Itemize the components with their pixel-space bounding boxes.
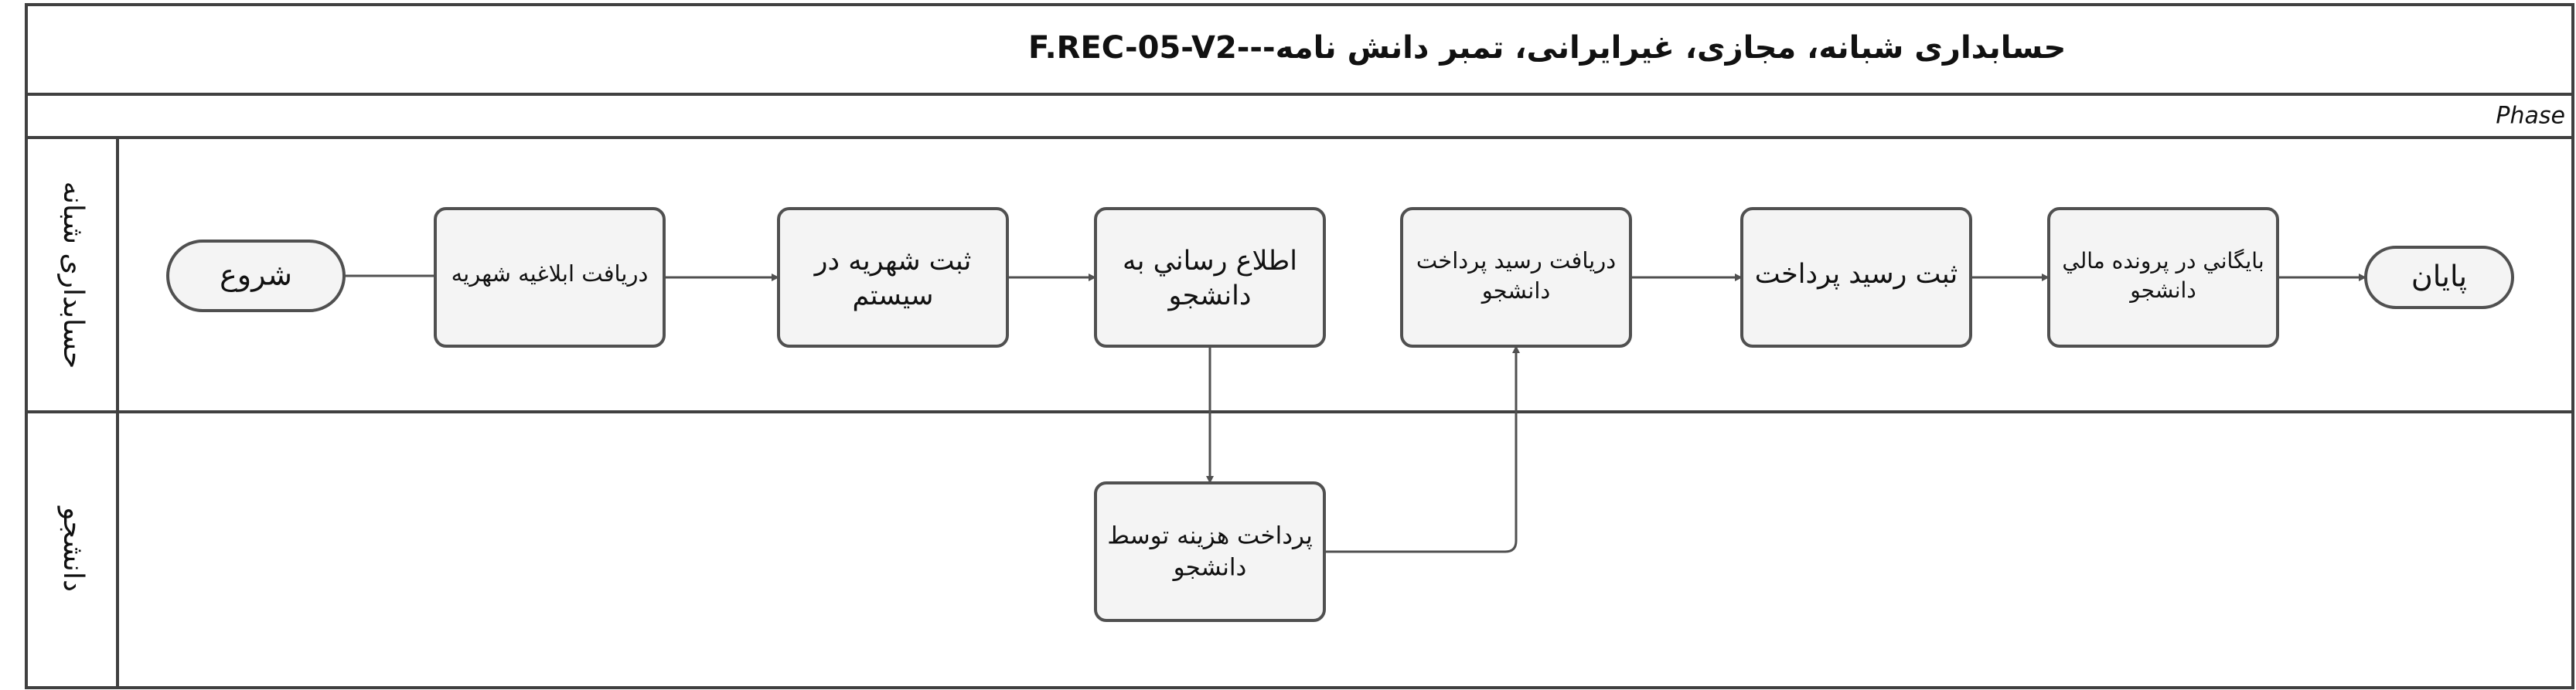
task-receive-tuition-notice: دریافت ابلاغیه شهریه <box>434 207 666 348</box>
task-shape <box>1400 207 1632 348</box>
task-label-line2: دانشجو <box>1167 280 1252 311</box>
start-terminal-shape <box>166 240 346 312</box>
task-label-line2: دانشجو <box>2128 277 2196 303</box>
task-label: ثبت رسيد پرداخت <box>1755 259 1958 290</box>
task-receive-payment-receipt: دريافت رسيد پرداخت دانشجو <box>1400 207 1632 348</box>
task-shape <box>777 207 1009 348</box>
task-shape <box>1094 481 1326 622</box>
task-archive-financial-file: بايگاني در پرونده مالي دانشجو <box>2047 207 2279 348</box>
task-student-payment: پرداخت هزينه توسط دانشجو <box>1094 481 1326 622</box>
lane-label-accounting: حسابداری شبانه <box>57 182 89 369</box>
task-shape <box>434 207 666 348</box>
task-label-line1: دريافت رسيد پرداخت <box>1416 247 1616 274</box>
task-inform-student: اطلاع رساني به دانشجو <box>1094 207 1326 348</box>
diagram-frame <box>25 3 2574 689</box>
task-label-line1: پرداخت هزينه توسط <box>1107 522 1313 550</box>
task-shape <box>1740 207 1972 348</box>
end-terminal: پايان <box>2364 246 2514 309</box>
task-label-line2: دانشجو <box>1172 554 1247 582</box>
diagram-title: حسابداری شبانه، مجازی، غیرایرانی، تمبر د… <box>1028 30 2066 66</box>
task-label-line1: اطلاع رساني به <box>1123 246 1297 277</box>
task-register-payment-receipt: ثبت رسيد پرداخت <box>1740 207 1972 348</box>
start-terminal-label: شروع <box>220 258 292 293</box>
task-shape <box>2047 207 2279 348</box>
task-label: دریافت ابلاغیه شهریه <box>451 260 649 287</box>
task-label-line2: دانشجو <box>1481 277 1551 304</box>
task-label-line2: سیستم <box>853 280 934 311</box>
task-label-line1: ثبت شهریه در <box>813 246 972 277</box>
flow-arrow-n7-to-n4 <box>1324 345 1520 553</box>
task-shape <box>1094 207 1326 348</box>
end-terminal-label: پايان <box>2411 260 2467 294</box>
phase-label: Phase <box>2496 103 2565 130</box>
lane-label-student: دانشجو <box>57 505 89 592</box>
start-terminal: شروع <box>166 240 346 312</box>
end-terminal-shape <box>2364 246 2514 309</box>
task-register-tuition: ثبت شهریه در سیستم <box>777 207 1009 348</box>
task-label-line1: بايگاني در پرونده مالي <box>2062 248 2264 274</box>
